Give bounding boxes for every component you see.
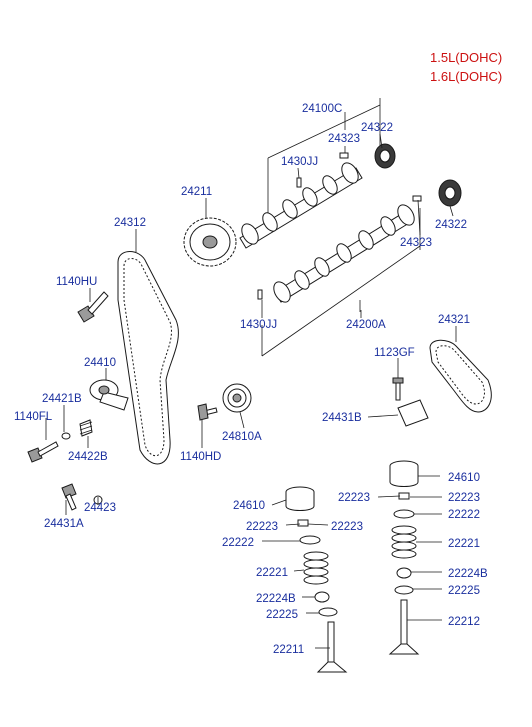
label-1140hd: 1140HD [180,451,221,463]
label-22225-left: 22225 [266,609,298,621]
cotter-right [398,492,410,500]
spring-seat-left [318,607,338,617]
bolt-1140fl [27,441,59,463]
engine-spec-line-1: 1.5L(DOHC) [430,50,502,65]
label-22224b-left: 22224B [256,593,296,605]
label-24410: 24410 [84,357,116,369]
timing-belt [117,251,179,465]
dowel-pin-mid [412,195,422,202]
bolt-1140hu [77,291,109,323]
label-24323-mid: 24323 [400,237,432,249]
label-22223-low-right: 22223 [331,521,363,533]
camshaft-intake [239,162,363,249]
stem-seal-right [396,567,412,579]
valve-spring-right [391,525,417,559]
label-24431a: 24431A [44,518,84,530]
label-24312: 24312 [114,217,146,229]
label-22224b-right: 22224B [448,568,488,580]
retainer-right [393,509,415,519]
label-24422b: 24422B [68,451,108,463]
label-1430jj-top: 1430JJ [281,156,318,168]
label-22223-mid-right: 22223 [448,492,480,504]
label-24810a: 24810A [222,431,262,443]
label-24211: 24211 [181,186,212,198]
label-24200a: 24200A [346,319,386,331]
bolt-1123gf [392,377,404,401]
label-22223-mid-left: 22223 [338,492,370,504]
label-24322-mid: 24322 [435,219,467,231]
label-24421b: 24421B [42,393,82,405]
valve-right [388,599,420,655]
camshaft-sprocket [183,217,237,267]
label-22222-left: 22222 [222,537,254,549]
dowel-pin-top [339,152,349,159]
tappet-left [285,486,315,511]
retainer-left [299,535,321,545]
label-24323-top: 24323 [328,133,360,145]
label-24322-top: 24322 [361,122,393,134]
valve-spring-left [303,551,329,585]
timing-belt-small [429,339,492,413]
cotter-left [297,519,309,527]
label-22222-right: 22222 [448,509,480,521]
label-1430jj-bottom: 1430JJ [240,319,277,331]
tappet-right [389,460,419,487]
label-24610-left: 24610 [233,500,265,512]
label-24100c: 24100C [302,103,342,115]
label-24610-right: 24610 [448,472,480,484]
leader-lines [45,133,457,649]
label-24431b: 24431B [322,412,362,424]
label-1123gf: 1123GF [374,347,415,359]
label-22221-left: 22221 [256,567,288,579]
stem-seal-left [314,591,330,603]
belt-cover-24431b [397,399,429,427]
label-22211: 22211 [273,644,304,656]
label-22221-right: 22221 [448,538,480,550]
camshaft-seal-top [374,143,396,169]
label-24321: 24321 [438,314,470,326]
camshaft-exhaust [273,204,415,303]
key-pin-bottom [257,289,263,300]
label-22225-right: 22225 [448,585,480,597]
engine-spec-line-2: 1.6L(DOHC) [430,69,502,84]
washer-24421b [61,432,71,440]
label-1140hu: 1140HU [56,276,97,288]
bolt-24431a [61,483,77,511]
idler-pulley [222,383,252,413]
camshaft-seal-mid [438,179,462,207]
label-24423: 24423 [84,502,116,514]
label-22212: 22212 [448,616,480,628]
spring-seat-right [394,585,414,595]
label-22223-low-left: 22223 [246,521,278,533]
key-pin-top [296,177,302,188]
label-1140fl: 1140FL [14,411,53,423]
spring-24422b [79,419,93,437]
belt-tensioner [89,379,129,411]
valve-left [316,621,348,673]
bolt-1140hd [197,403,218,421]
